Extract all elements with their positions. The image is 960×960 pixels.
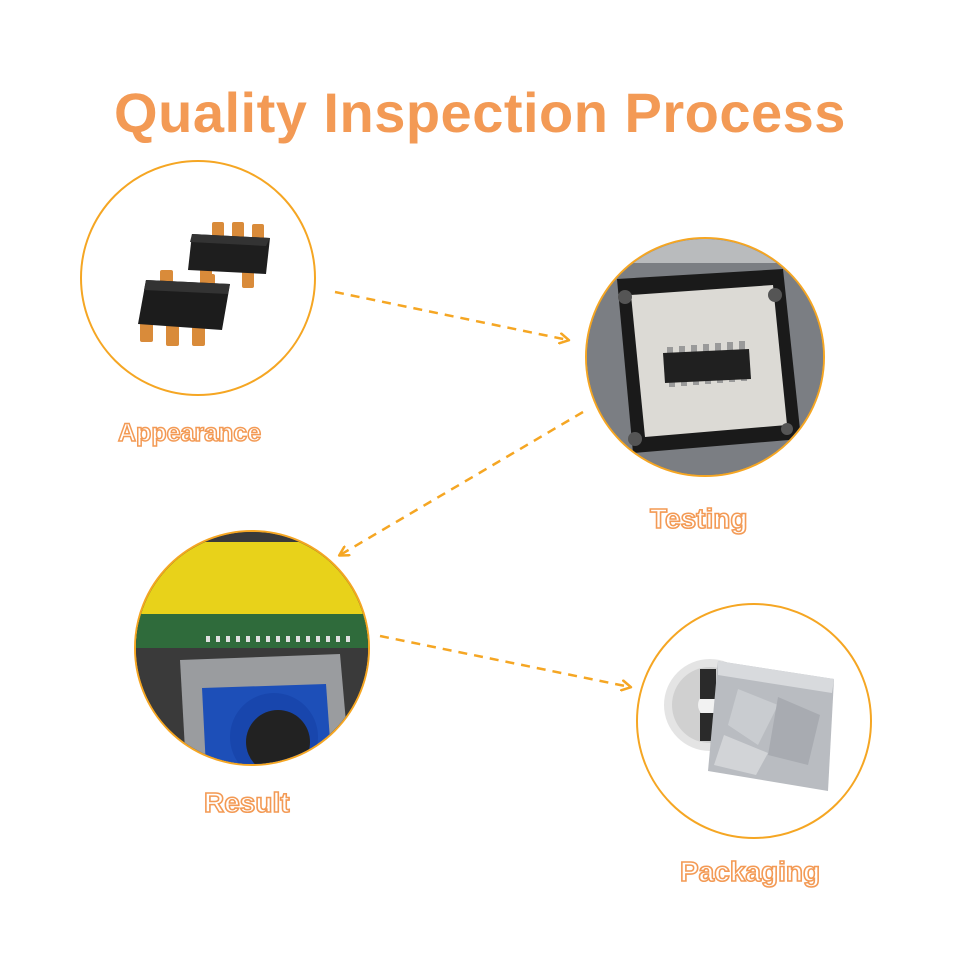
step-testing-label: Testing: [649, 502, 748, 535]
step-appearance-circle: [80, 160, 316, 396]
lcd-tester-icon: [136, 532, 368, 764]
step-packaging-circle: [636, 603, 872, 839]
arrow-testing-to-result: [340, 410, 584, 555]
arrow-result-to-packaging: [379, 634, 630, 687]
test-socket-icon: [587, 239, 823, 475]
sot23-chips-icon: [138, 222, 270, 346]
step-packaging-label: Packaging: [679, 855, 821, 888]
step-testing-circle: [585, 237, 825, 477]
foil-bag-reel-icon: [664, 659, 834, 791]
step-result-circle: [134, 530, 370, 766]
arrow-appearance-to-testing: [334, 290, 568, 340]
step-result-label: Result: [203, 786, 290, 819]
step-appearance-label: Appearance: [117, 418, 262, 448]
page-title: Quality Inspection Process: [114, 81, 846, 144]
